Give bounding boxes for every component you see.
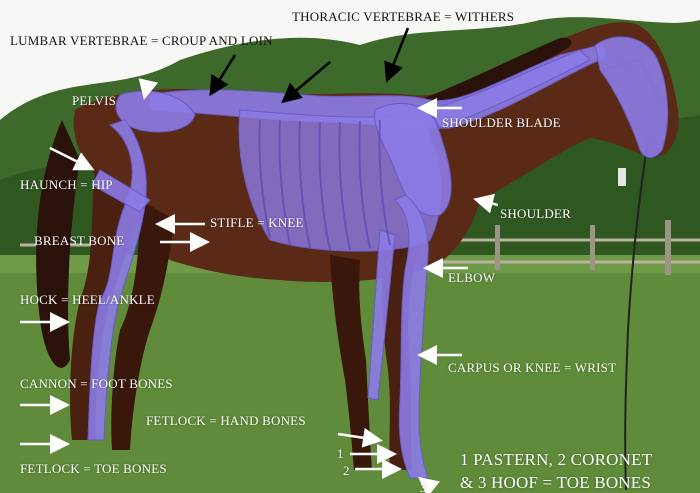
label-carpus: CARPUS OR KNEE = WRIST	[448, 361, 616, 374]
legend-line-1: 1 PASTERN, 2 CORONET	[460, 451, 652, 468]
label-thoracic-vertebrae: THORACIC VERTEBRAE = WITHERS	[292, 10, 514, 23]
lead-clip	[618, 168, 626, 186]
label-hock: HOCK = HEEL/ANKLE	[20, 293, 155, 306]
label-number-1: 1	[337, 447, 344, 460]
label-fetlock-toe: FETLOCK = TOE BONES	[20, 462, 167, 475]
label-cannon: CANNON = FOOT BONES	[20, 377, 173, 390]
legend-line-2: & 3 HOOF = TOE BONES	[460, 474, 651, 491]
label-pelvis: PELVIS	[72, 94, 116, 107]
label-fetlock-hand: FETLOCK = HAND BONES	[146, 414, 306, 427]
label-shoulder: SHOULDER	[500, 207, 571, 220]
label-haunch: HAUNCH = HIP	[20, 178, 113, 191]
label-stifle: STIFLE = KNEE	[210, 216, 304, 229]
label-elbow: ELBOW	[448, 271, 495, 284]
label-lumbar-vertebrae: LUMBAR VERTEBRAE = CROUP AND LOIN	[10, 34, 273, 47]
label-shoulder-blade: SHOULDER BLADE	[442, 116, 561, 129]
label-number-3: 3	[420, 481, 427, 493]
label-breast-bone: BREAST BONE	[34, 234, 124, 247]
label-number-2: 2	[343, 464, 350, 477]
